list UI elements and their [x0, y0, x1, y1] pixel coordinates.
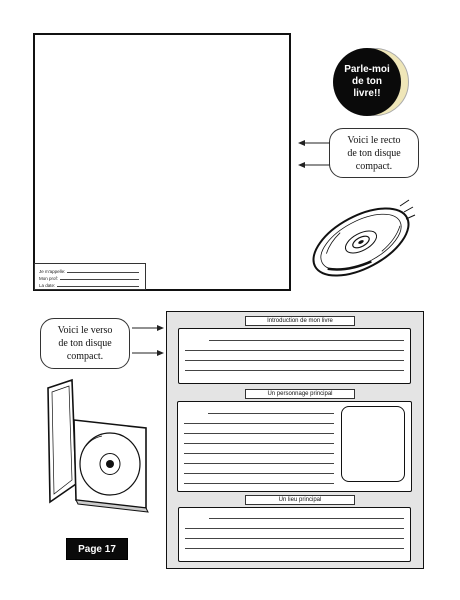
- section-box-introduction: [178, 328, 411, 384]
- section-title-character: Un personnage principal: [245, 389, 355, 399]
- section-title-place: Un lieu principal: [245, 495, 355, 505]
- student-info-box: Je m'appelle: Mon prof: La date:: [34, 263, 146, 290]
- writing-line: [184, 463, 334, 464]
- info-line: [60, 279, 139, 280]
- cd-front-cover-area: [33, 33, 291, 291]
- cd-case-icon: [47, 378, 149, 513]
- writing-line: [185, 528, 404, 529]
- writing-line: [184, 423, 334, 424]
- writing-line: [184, 453, 334, 454]
- info-label-teacher: Mon prof:: [39, 276, 59, 281]
- recto-callout: Voici le recto de ton disque compact.: [329, 128, 419, 178]
- character-portrait-frame: [341, 406, 405, 482]
- writing-line: [184, 443, 334, 444]
- info-row-name: Je m'appelle:: [39, 267, 145, 274]
- writing-line: [208, 413, 334, 414]
- verso-callout: Voici le verso de ton disque compact.: [40, 318, 130, 369]
- writing-line: [184, 473, 334, 474]
- compact-disc-icon: [312, 199, 416, 277]
- info-line: [67, 272, 139, 273]
- writing-line: [185, 350, 404, 351]
- arrow-left-icon: [298, 140, 330, 168]
- info-row-date: La date:: [39, 281, 145, 288]
- writing-line: [209, 340, 404, 341]
- info-label-name: Je m'appelle:: [39, 269, 66, 274]
- writing-line: [185, 370, 404, 371]
- section-box-place: [178, 507, 411, 562]
- writing-line: [185, 538, 404, 539]
- arrow-right-icon: [132, 325, 164, 356]
- page-number-label: Page 17: [66, 538, 128, 560]
- writing-line: [184, 483, 334, 484]
- writing-line: [184, 433, 334, 434]
- badge-circle: Parle-moi de ton livre!!: [333, 48, 401, 116]
- info-label-date: La date:: [39, 283, 56, 288]
- section-title-introduction: Introduction de mon livre: [245, 316, 355, 326]
- info-line: [57, 286, 139, 287]
- badge-text: Parle-moi de ton livre!!: [344, 64, 390, 99]
- writing-line: [185, 360, 404, 361]
- info-row-teacher: Mon prof:: [39, 274, 145, 281]
- writing-line: [209, 518, 404, 519]
- writing-line: [185, 548, 404, 549]
- title-badge: Parle-moi de ton livre!!: [333, 48, 413, 116]
